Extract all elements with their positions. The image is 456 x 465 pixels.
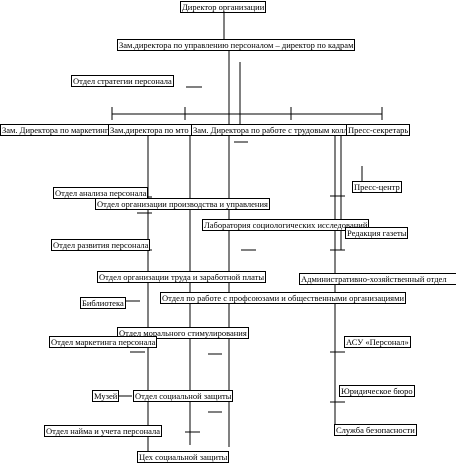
node-deputy-hr: Зам.директора по управлению персоналом –… — [117, 39, 356, 51]
node-library: Библиотека — [80, 297, 126, 309]
node-newspaper: Редакция газеты — [345, 227, 409, 239]
node-deputy-labor: Зам. Директора по работе с трудовым колл… — [191, 124, 347, 136]
node-social-protection: Отдел социальной защиты — [133, 390, 234, 402]
node-production-org: Отдел организации производства и управле… — [95, 198, 270, 210]
node-marketing-dept: Отдел маркетинга персонала — [49, 336, 158, 348]
node-strategy: Отдел стратегии персонала — [71, 75, 174, 87]
node-development: Отдел развития персонала — [51, 239, 151, 251]
node-sociology-lab: Лаборатория социологических исследований — [202, 219, 370, 231]
node-unions: Отдел по работе с профсоюзами и обществе… — [160, 292, 407, 304]
node-director: Директор организации — [180, 1, 267, 13]
node-labor-wages: Отдел организации труда и заработной пла… — [97, 271, 267, 283]
node-press-secretary: Пресс-секретарь — [346, 124, 411, 136]
node-security: Служба безопасности — [334, 424, 417, 436]
node-press-center: Пресс-центр — [352, 181, 402, 193]
node-deputy-marketing: Зам. Директора по маркетингу — [0, 124, 109, 136]
node-museum: Музей — [92, 390, 120, 402]
node-legal: Юридическое бюро — [339, 385, 415, 397]
node-deputy-mto: Зам.директора по мто — [108, 124, 192, 136]
node-asu: АСУ «Персонал» — [344, 336, 411, 348]
node-hiring: Отдел найма и учета персонала — [44, 425, 162, 437]
node-social-shop: Цех социальной защиты — [137, 451, 230, 463]
node-admin-dept: Административно-хозяйственный отдел — [299, 273, 456, 285]
